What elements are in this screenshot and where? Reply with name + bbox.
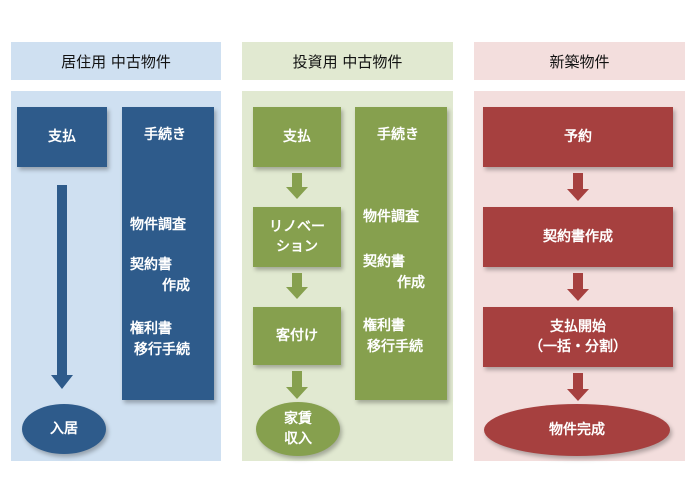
box-residential-payment-label: 支払 xyxy=(48,129,76,145)
box-new-build-contract-label: 契約書作成 xyxy=(543,229,613,245)
arrow-new-build-1 xyxy=(567,173,589,201)
box-investment-renovation-label-2: ション xyxy=(276,239,318,255)
arrow-shaft xyxy=(573,273,583,289)
box-residential-payment: 支払 xyxy=(17,107,107,167)
procedures-investment-title: 手続き xyxy=(377,127,419,143)
arrow-shaft xyxy=(292,371,302,387)
arrow-shaft xyxy=(573,373,583,389)
procedures-investment-item-deed: 権利書 xyxy=(363,318,405,334)
oval-investment-rental-income-label-1: 家賃 xyxy=(284,411,312,427)
procedures-residential: 手続き 物件調査 契約書 作成 権利書 移行手続 xyxy=(122,107,214,400)
box-new-build-payment-start-label-2: （一括・分割） xyxy=(529,339,627,355)
oval-new-build-completion: 物件完成 xyxy=(484,404,670,456)
box-investment-tenant-label: 客付け xyxy=(276,328,318,344)
box-new-build-contract: 契約書作成 xyxy=(483,207,673,267)
procedures-residential-item-contract: 契約書 xyxy=(130,257,172,273)
arrow-shaft xyxy=(573,173,583,189)
procedures-residential-item-contract-2: 作成 xyxy=(162,278,190,294)
box-new-build-reservation-label: 予約 xyxy=(564,129,592,145)
column-header-investment-label: 投資用 中古物件 xyxy=(292,52,403,71)
arrow-head xyxy=(567,189,589,201)
column-header-new-build-label: 新築物件 xyxy=(549,52,610,71)
arrow-investment-2 xyxy=(286,273,308,299)
box-investment-payment-label: 支払 xyxy=(283,129,311,145)
arrow-head xyxy=(567,389,589,401)
procedures-investment-item-contract-2: 作成 xyxy=(397,275,425,291)
arrow-shaft xyxy=(292,173,302,187)
oval-investment-rental-income: 家賃 収入 xyxy=(256,402,340,456)
procedures-residential-item-deed: 権利書 xyxy=(130,321,172,337)
arrow-head xyxy=(567,289,589,301)
box-investment-renovation: リノベー ション xyxy=(253,207,341,267)
box-investment-tenant: 客付け xyxy=(253,307,341,365)
arrow-shaft xyxy=(292,273,302,287)
box-investment-renovation-label-1: リノベー xyxy=(269,219,325,235)
arrow-residential-payment-to-movein xyxy=(51,185,73,392)
column-header-residential-label: 居住用 中古物件 xyxy=(61,52,171,71)
procedures-investment: 手続き 物件調査 契約書 作成 権利書 移行手続 xyxy=(355,107,447,400)
procedures-residential-title: 手続き xyxy=(144,127,186,143)
oval-investment-rental-income-label-2: 収入 xyxy=(284,431,312,447)
arrow-new-build-2 xyxy=(567,273,589,301)
arrow-investment-3 xyxy=(286,371,308,399)
procedures-investment-item-contract: 契約書 xyxy=(363,254,405,270)
box-new-build-payment-start-label-1: 支払開始 xyxy=(550,319,606,335)
oval-new-build-completion-label: 物件完成 xyxy=(549,422,605,438)
oval-residential-move-in-label: 入居 xyxy=(50,421,78,437)
column-header-investment: 投資用 中古物件 xyxy=(242,42,453,80)
oval-residential-move-in: 入居 xyxy=(22,404,106,454)
column-header-new-build: 新築物件 xyxy=(474,42,685,80)
procedures-investment-item-survey: 物件調査 xyxy=(363,209,419,225)
procedures-residential-item-survey: 物件調査 xyxy=(130,217,186,233)
arrow-shaft xyxy=(57,185,67,375)
arrow-head xyxy=(286,187,308,199)
column-header-residential: 居住用 中古物件 xyxy=(11,42,221,80)
arrow-head xyxy=(51,375,73,389)
procedures-investment-item-deed-2: 移行手続 xyxy=(367,339,423,355)
box-new-build-reservation: 予約 xyxy=(483,107,673,167)
arrow-head xyxy=(286,287,308,299)
arrow-new-build-3 xyxy=(567,373,589,401)
box-investment-payment: 支払 xyxy=(253,107,341,167)
arrow-head xyxy=(286,387,308,399)
box-new-build-payment-start: 支払開始 （一括・分割） xyxy=(483,307,673,367)
arrow-investment-1 xyxy=(286,173,308,199)
procedures-residential-item-deed-2: 移行手続 xyxy=(134,342,190,358)
